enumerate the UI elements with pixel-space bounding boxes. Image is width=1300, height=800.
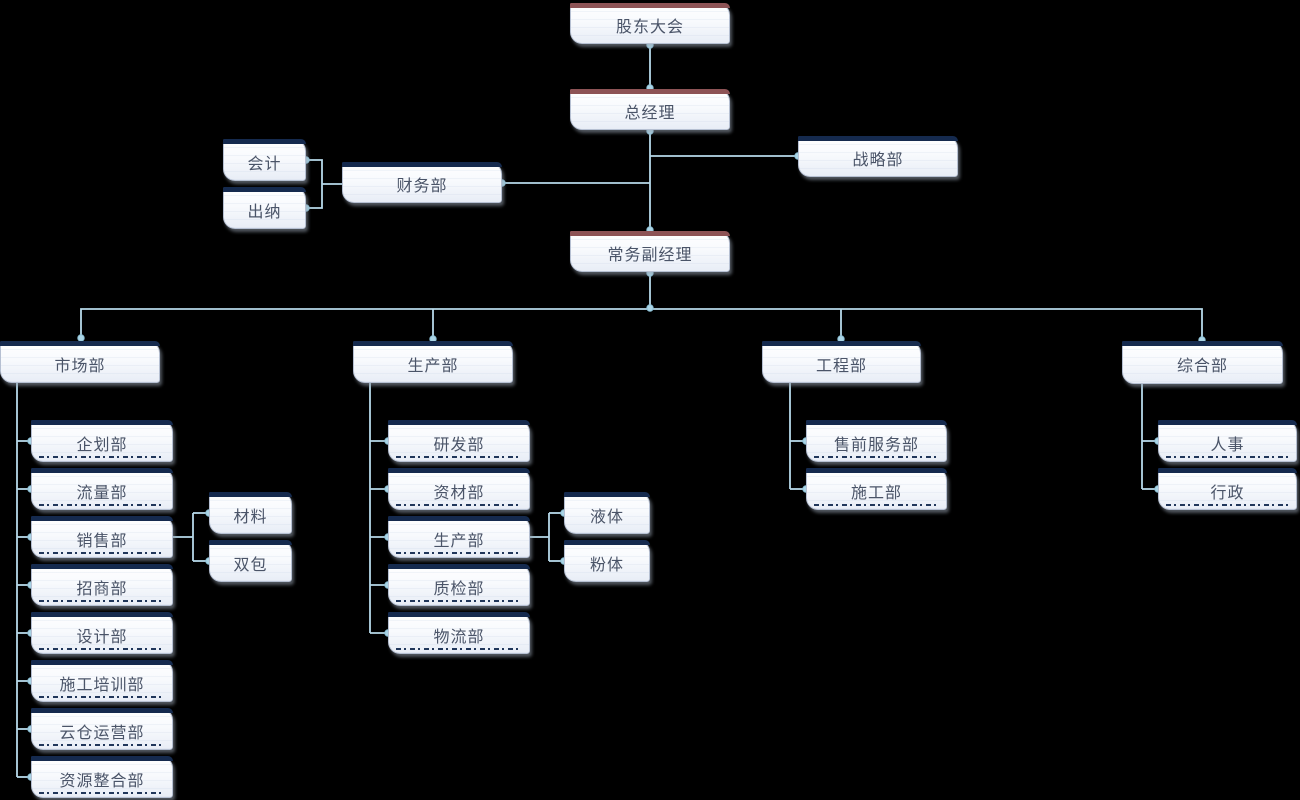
node-general-affairs-dept[interactable]: 综合部 bbox=[1122, 341, 1283, 384]
node-production-sub-dept[interactable]: 生产部 bbox=[388, 516, 530, 558]
node-accounting[interactable]: 会计 bbox=[223, 139, 306, 181]
node-merchants-dept[interactable]: 招商部 bbox=[31, 564, 173, 606]
node-label: 行政 bbox=[1210, 482, 1245, 502]
node-deputy-general-manager[interactable]: 常务副经理 bbox=[570, 231, 730, 272]
node-label: 生产部 bbox=[407, 355, 459, 375]
node-finance-dept[interactable]: 财务部 bbox=[342, 162, 502, 203]
node-label: 资源整合部 bbox=[59, 770, 145, 790]
node-label: 工程部 bbox=[815, 355, 867, 375]
node-label: 股东大会 bbox=[615, 17, 684, 36]
node-label: 销售部 bbox=[76, 530, 128, 550]
node-hr[interactable]: 人事 bbox=[1158, 420, 1297, 462]
node-construction-dept[interactable]: 施工部 bbox=[806, 468, 947, 510]
node-label: 市场部 bbox=[54, 355, 106, 375]
connector-line bbox=[80, 308, 1203, 341]
node-label: 云仓运营部 bbox=[59, 722, 145, 742]
node-quality-inspection-dept[interactable]: 质检部 bbox=[388, 564, 530, 606]
node-general-manager[interactable]: 总经理 bbox=[570, 89, 730, 130]
node-cloud-warehouse-ops-dept[interactable]: 云仓运营部 bbox=[31, 708, 173, 750]
node-admin[interactable]: 行政 bbox=[1158, 468, 1297, 510]
node-label: 研发部 bbox=[433, 434, 485, 454]
node-label: 施工培训部 bbox=[59, 674, 145, 694]
node-label: 双包 bbox=[233, 554, 268, 574]
node-label: 综合部 bbox=[1176, 356, 1228, 375]
node-label: 出纳 bbox=[247, 201, 282, 221]
connector-line bbox=[306, 159, 323, 209]
node-powder[interactable]: 粉体 bbox=[564, 540, 650, 582]
node-sales-dept[interactable]: 销售部 bbox=[31, 516, 173, 558]
node-construction-training-dept[interactable]: 施工培训部 bbox=[31, 660, 173, 702]
node-strategy-dept[interactable]: 战略部 bbox=[798, 136, 958, 177]
node-label: 战略部 bbox=[852, 150, 904, 169]
node-planning-dept[interactable]: 企划部 bbox=[31, 420, 173, 462]
node-label: 售前服务部 bbox=[833, 434, 919, 454]
node-rnd-dept[interactable]: 研发部 bbox=[388, 420, 530, 462]
node-label: 总经理 bbox=[624, 103, 676, 122]
node-label: 资材部 bbox=[433, 482, 485, 502]
node-engineering-dept[interactable]: 工程部 bbox=[762, 341, 921, 383]
node-production-dept[interactable]: 生产部 bbox=[353, 341, 513, 383]
node-resource-integration-dept[interactable]: 资源整合部 bbox=[31, 756, 173, 798]
node-label: 质检部 bbox=[433, 578, 485, 598]
node-design-dept[interactable]: 设计部 bbox=[31, 612, 173, 654]
node-label: 设计部 bbox=[76, 626, 128, 646]
node-supplies-dept[interactable]: 资材部 bbox=[388, 468, 530, 510]
node-cashier[interactable]: 出纳 bbox=[223, 187, 306, 229]
node-label: 流量部 bbox=[76, 482, 128, 502]
node-logistics-dept[interactable]: 物流部 bbox=[388, 612, 530, 654]
node-label: 生产部 bbox=[433, 530, 485, 550]
node-label: 粉体 bbox=[589, 554, 624, 574]
node-label: 招商部 bbox=[76, 578, 128, 598]
node-double-package[interactable]: 双包 bbox=[209, 540, 292, 582]
node-label: 人事 bbox=[1210, 434, 1245, 454]
node-traffic-dept[interactable]: 流量部 bbox=[31, 468, 173, 510]
node-marketing-dept[interactable]: 市场部 bbox=[0, 341, 160, 383]
node-label: 物流部 bbox=[433, 626, 485, 646]
node-presales-service-dept[interactable]: 售前服务部 bbox=[806, 420, 947, 462]
node-label: 财务部 bbox=[396, 176, 448, 195]
node-liquid[interactable]: 液体 bbox=[564, 492, 650, 534]
node-label: 材料 bbox=[233, 506, 268, 526]
node-materials[interactable]: 材料 bbox=[209, 492, 292, 534]
node-shareholders-meeting[interactable]: 股东大会 bbox=[570, 3, 730, 44]
node-label: 会计 bbox=[247, 153, 282, 173]
node-label: 企划部 bbox=[76, 434, 128, 454]
connector-dot bbox=[646, 304, 654, 312]
node-label: 液体 bbox=[589, 506, 624, 526]
node-label: 常务副经理 bbox=[607, 245, 693, 264]
node-label: 施工部 bbox=[850, 482, 902, 502]
